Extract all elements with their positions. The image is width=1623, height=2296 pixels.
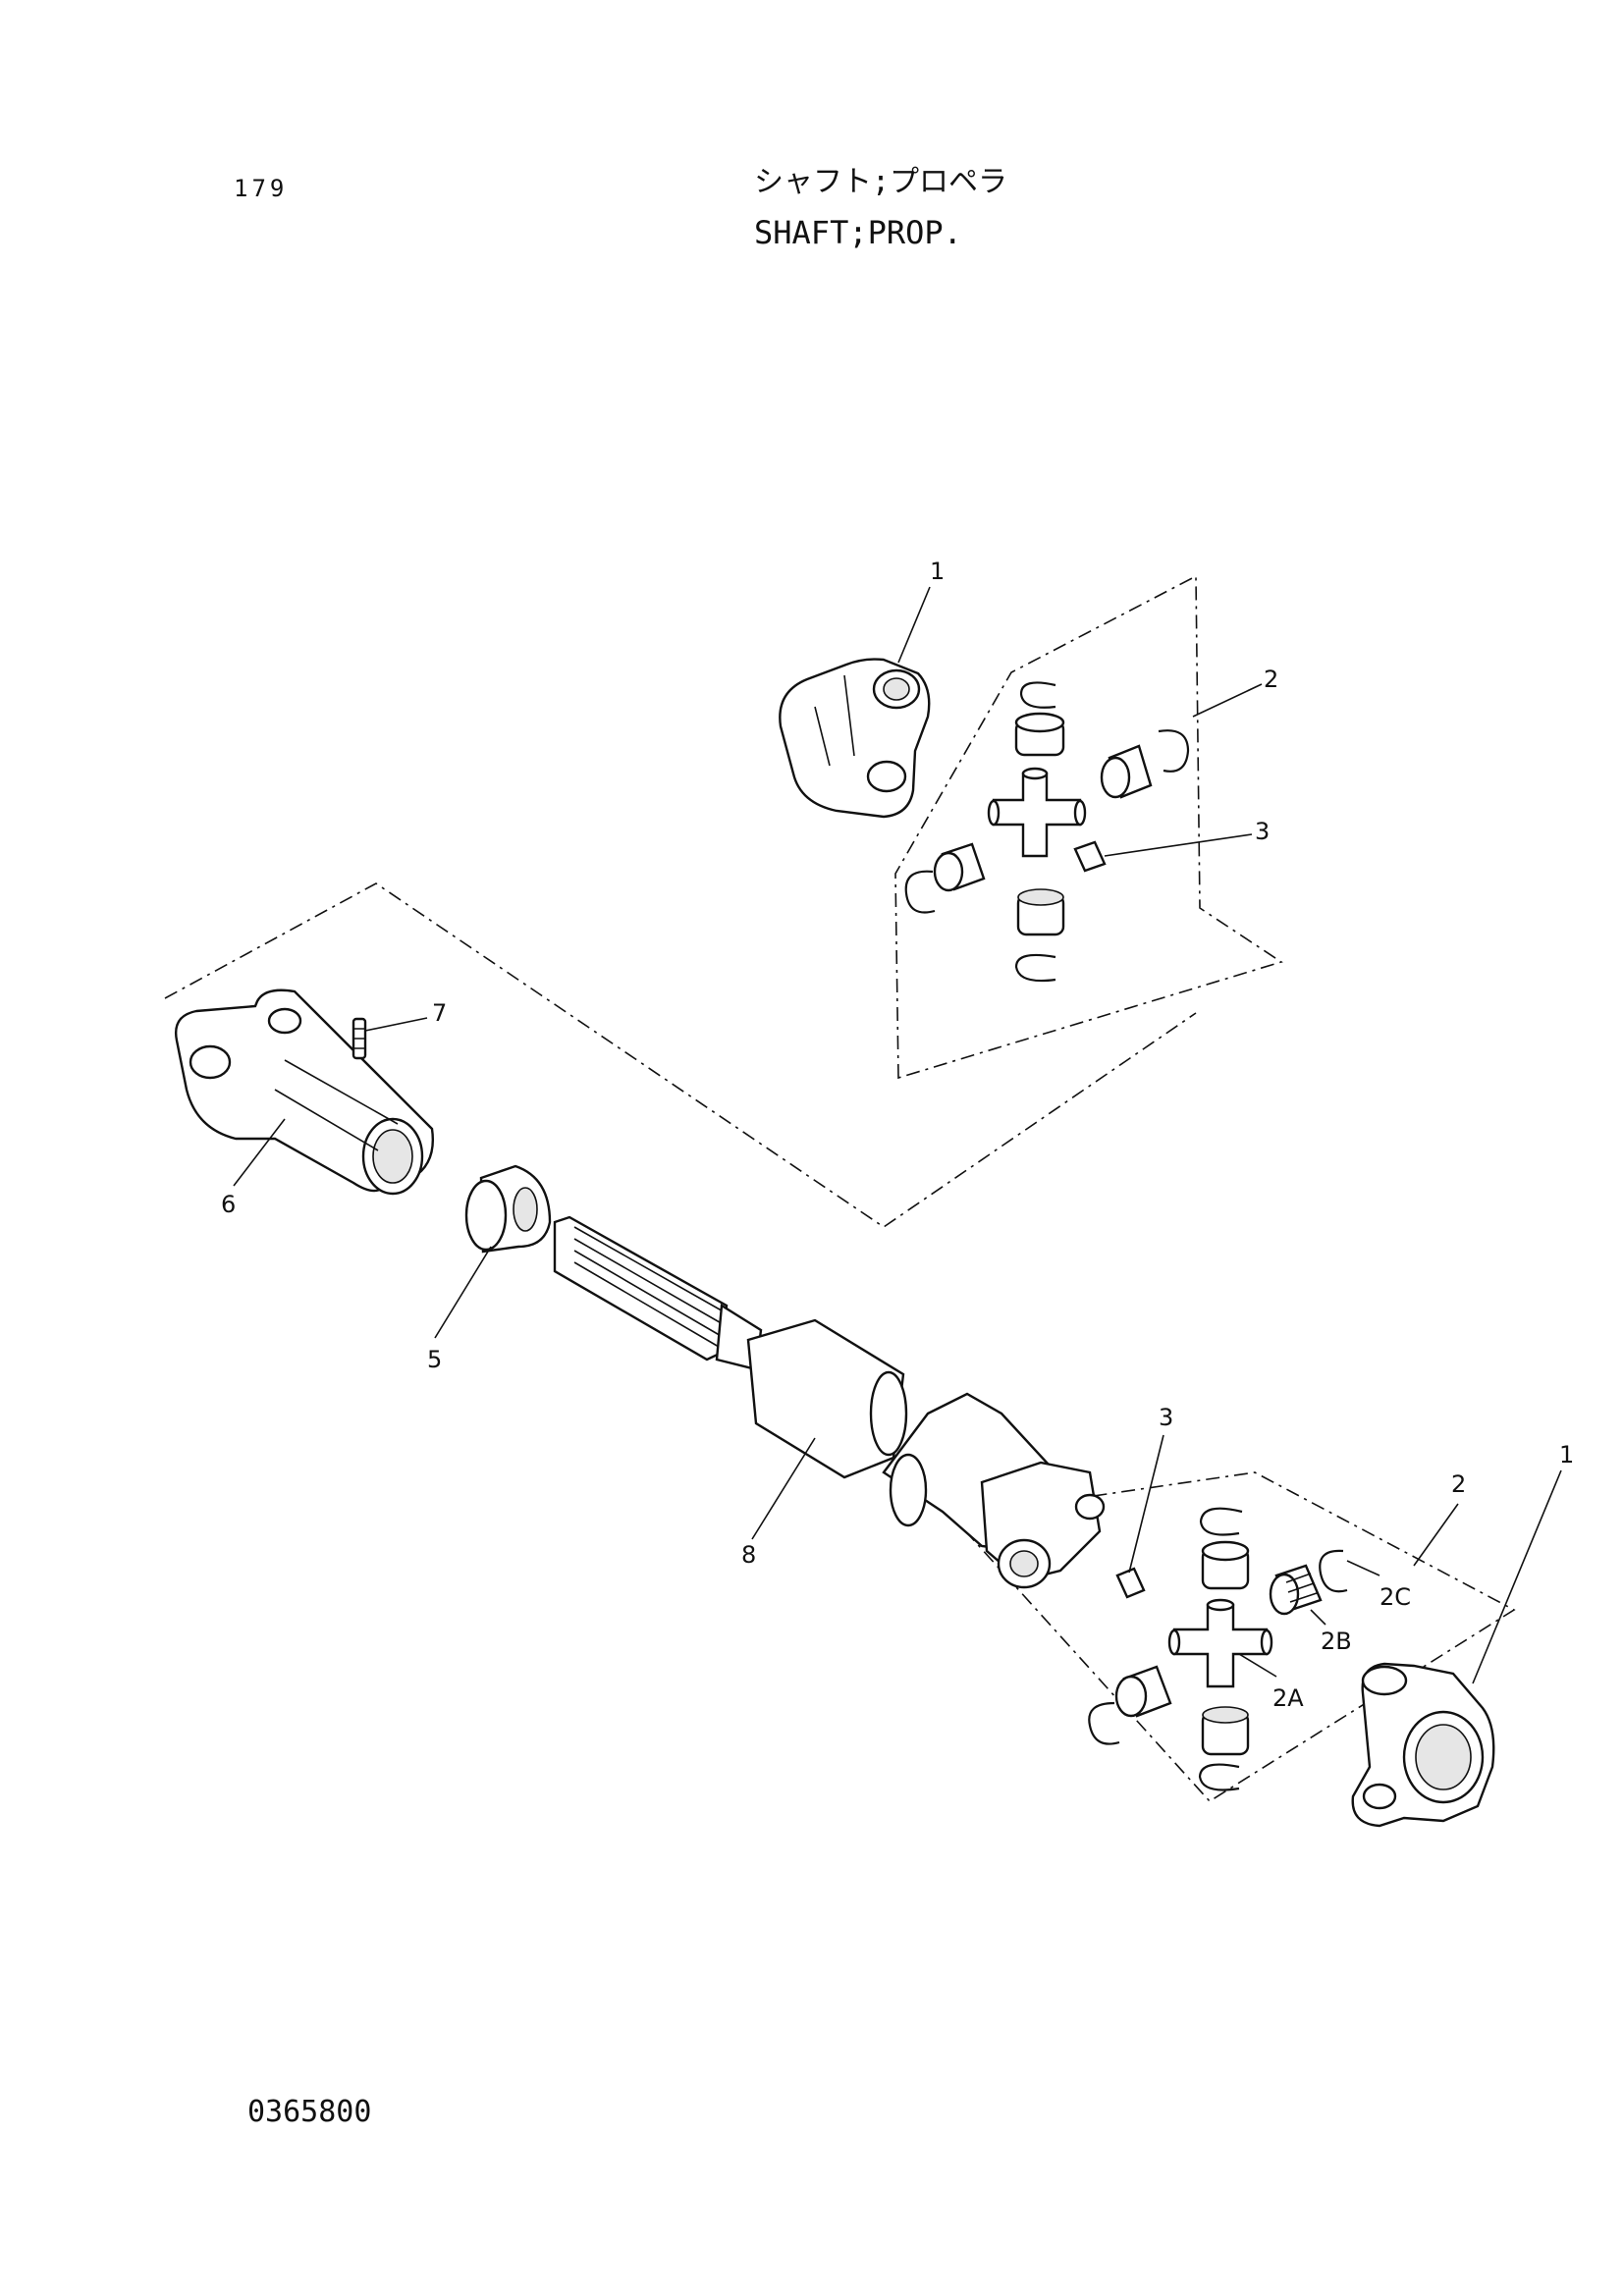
spider-upper [987,767,1087,858]
leader-spider-kit-upper [1192,683,1263,718]
callout-spider: 2A [1272,1684,1304,1712]
callout-yoke-upper: 1 [930,558,945,585]
snap-ring [1319,1549,1348,1593]
callout-snap-ring: 2C [1380,1583,1411,1611]
yoke-upper [779,658,931,819]
callout-bearing: 2B [1321,1628,1352,1655]
seal [464,1164,552,1254]
leader-grease-fitting-lower [1128,1434,1164,1574]
slip-yoke [175,988,434,1196]
yoke-lower [1351,1662,1495,1828]
plug [352,1017,367,1060]
leader-bearing [1310,1609,1326,1626]
leader-grease-fitting-upper [1104,833,1253,857]
callout-spider-kit-upper: 2 [1264,666,1278,693]
leader-snap-ring [1346,1560,1380,1576]
bearing-cup-left-upper [933,842,986,892]
leader-plug [364,1017,428,1032]
callout-spider-kit-lower: 2 [1451,1470,1466,1498]
bearing-cup-bottom-lower [1201,1706,1250,1756]
snap-ring-bottom-upper [1014,953,1056,983]
callout-seal: 5 [427,1346,442,1373]
bearing-cup-bottom-upper [1016,888,1065,936]
leader-yoke-lower [1472,1469,1562,1684]
bearing-cup-left-lower [1114,1665,1172,1718]
callout-plug: 7 [432,999,447,1027]
snap-ring-left-lower [1088,1701,1120,1745]
leader-slip-yoke [233,1118,286,1187]
bearing-cup-right-upper [1100,744,1153,799]
leader-spider [1238,1653,1277,1678]
snap-ring-left-upper [904,870,936,914]
bearing [1269,1564,1323,1616]
callout-yoke-lower: 1 [1559,1441,1574,1468]
assembly-plane-upper [894,574,1283,1080]
tube-shaft [553,1215,1106,1589]
page-number: 179 [234,175,289,202]
grease-fitting-upper [1073,840,1107,873]
callout-tube-shaft: 8 [741,1541,756,1569]
snap-ring-bottom-lower [1198,1763,1240,1791]
leader-seal [434,1246,492,1339]
title-english: SHAFT;PROP. [754,214,962,251]
leader-spider-kit-lower [1413,1503,1459,1567]
snap-ring-right-upper [1158,729,1190,773]
snap-ring-top-upper [1019,681,1056,709]
leader-yoke-upper [897,586,931,664]
callout-grease-fitting-upper: 3 [1255,818,1270,845]
grease-fitting-lower [1115,1567,1146,1599]
bearing-cup-top-lower [1201,1540,1250,1590]
spider [1167,1598,1273,1688]
title-japanese: シャフト;プロペラ [754,165,1008,199]
drawing-number: 0365800 [247,2095,372,2129]
snap-ring-top-lower [1199,1507,1243,1536]
callout-grease-fitting-lower: 3 [1159,1404,1173,1431]
leader-tube-shaft [751,1437,816,1540]
bearing-cup-top-upper [1014,712,1065,757]
assembly-guide-line [164,882,1197,1228]
callout-slip-yoke: 6 [221,1191,236,1218]
